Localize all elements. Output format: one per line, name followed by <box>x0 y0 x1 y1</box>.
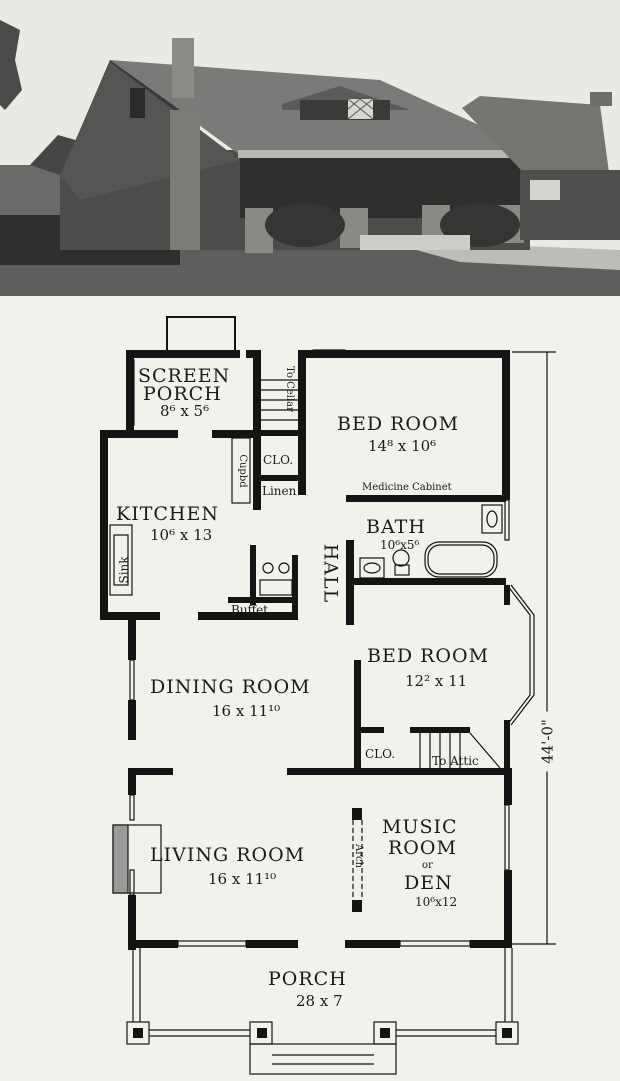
living-room-dimensions: 16 x 11¹⁰ <box>208 870 277 888</box>
cupboard-label: Cupbd <box>237 454 248 488</box>
overall-dimension-label: 44'-0" <box>539 711 557 772</box>
music-room-dimensions: 10⁶x12 <box>415 895 458 909</box>
sink-label: Sink <box>117 556 131 584</box>
music-room-label-line1: MUSIC <box>382 816 458 838</box>
to-cellar-label: To Cellar <box>284 366 295 412</box>
screen-porch-label-line1: SCREEN <box>138 365 231 387</box>
linen-label: Linen <box>262 484 297 498</box>
music-room-label-line2: ROOM <box>388 837 457 859</box>
house-photo <box>0 0 620 296</box>
dining-room-label: DINING ROOM <box>150 676 311 698</box>
screen-porch-label-line2: PORCH <box>143 383 222 405</box>
closet-2-label: CLO. <box>365 747 396 761</box>
bedroom-1-dimensions: 14⁸ x 10⁶ <box>368 437 437 455</box>
den-label: DEN <box>404 872 453 894</box>
floor-plan: SCREEN PORCH 8⁶ x 5⁶ BED ROOM 14⁸ x 10⁶ … <box>0 296 620 1081</box>
screen-porch-dimensions: 8⁶ x 5⁶ <box>160 402 210 420</box>
kitchen-label: KITCHEN <box>116 503 219 525</box>
floor-plan-walls <box>100 316 556 1075</box>
bath-label: BATH <box>366 516 426 538</box>
closet-label: CLO. <box>263 453 294 467</box>
to-attic-label: To Attic <box>432 754 479 768</box>
bedroom-2-label: BED ROOM <box>367 645 490 667</box>
buffet-label: Buffet <box>231 603 268 617</box>
living-room-label: LIVING ROOM <box>150 844 306 866</box>
bungalow-illustration <box>0 0 620 296</box>
bedroom-2-dimensions: 12² x 11 <box>405 672 468 690</box>
porch-label: PORCH <box>268 968 347 990</box>
music-room-or-label: or <box>422 860 433 871</box>
kitchen-dimensions: 10⁶ x 13 <box>150 526 213 544</box>
hall-label: HALL <box>319 543 342 604</box>
porch-dimensions: 28 x 7 <box>296 992 343 1010</box>
arch-label: Arch <box>353 843 364 869</box>
dining-room-dimensions: 16 x 11¹⁰ <box>212 702 281 720</box>
bedroom-1-label: BED ROOM <box>337 413 460 435</box>
bath-dimensions: 10⁶x5⁶ <box>380 538 420 552</box>
medicine-cabinet-label: Medicine Cabinet <box>362 482 452 493</box>
